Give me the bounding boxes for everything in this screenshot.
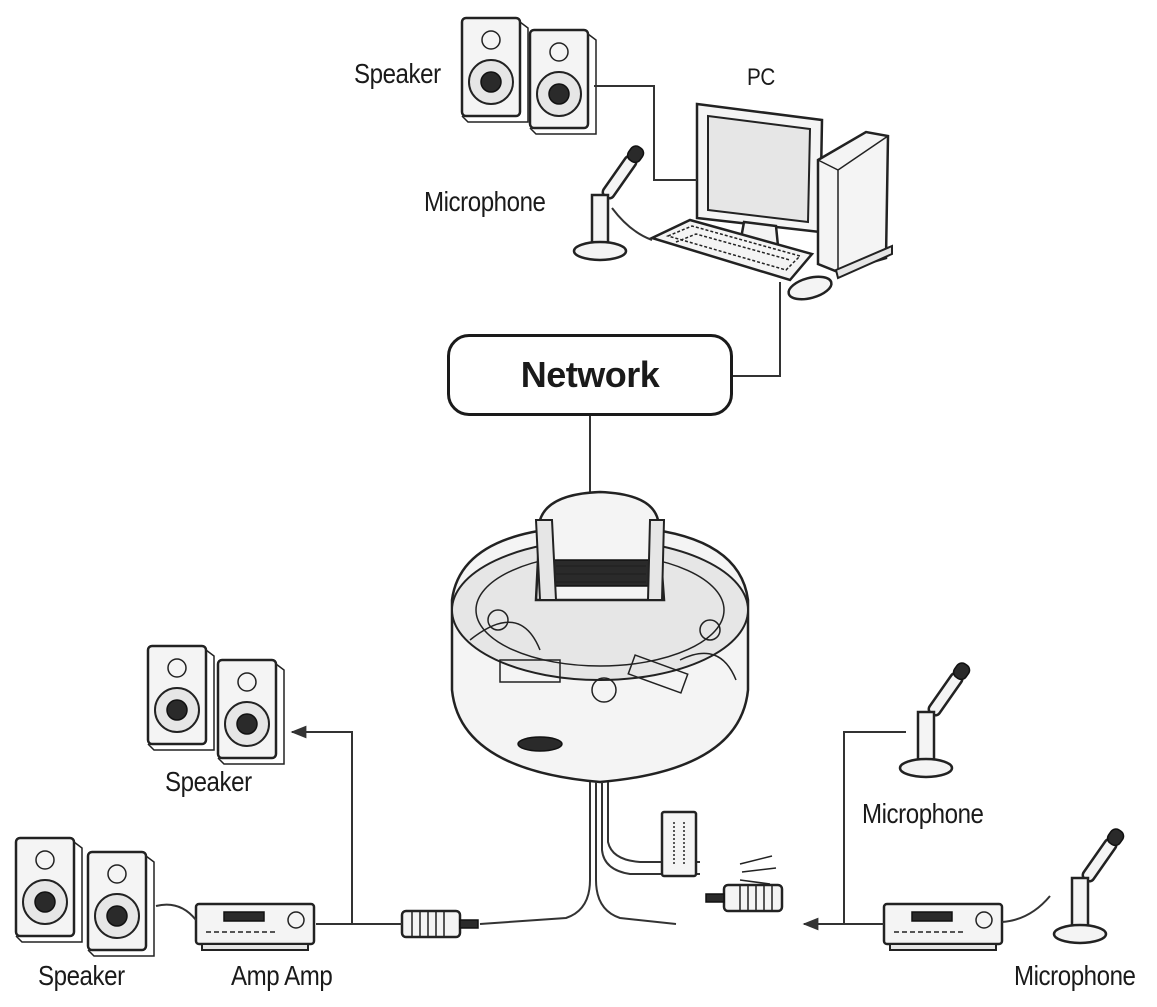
left-speaker-icon (146, 644, 286, 766)
right-microphone-icon (898, 659, 974, 779)
amp-label: Amp Amp (231, 960, 333, 991)
left-output-cables (155, 725, 402, 925)
bottom-speaker-label: Speaker (38, 960, 125, 991)
amplifier-icon (194, 902, 316, 952)
pc-speaker-icon (460, 16, 598, 136)
network-box: Network (447, 334, 733, 416)
pc-label: PC (747, 64, 775, 91)
pc-speaker-label: Speaker (354, 58, 441, 89)
right-microphone-label: Microphone (862, 798, 984, 829)
pc-microphone-icon (572, 142, 648, 262)
dome-camera-icon (450, 490, 750, 784)
network-label: Network (520, 354, 660, 395)
bottom-microphone-label: Microphone (1014, 960, 1136, 991)
bottom-microphone-icon (1052, 825, 1128, 945)
left-speaker-label: Speaker (165, 766, 252, 797)
bottom-speaker-icon (14, 836, 156, 958)
pc-side-cables (594, 85, 781, 377)
pc-icon (648, 102, 893, 301)
pc-microphone-label: Microphone (424, 186, 546, 217)
audio-connector-icon (400, 883, 784, 939)
right-input-cables (802, 731, 1051, 931)
amplifier-icon-right (882, 902, 1004, 952)
camera-cables (479, 782, 777, 925)
